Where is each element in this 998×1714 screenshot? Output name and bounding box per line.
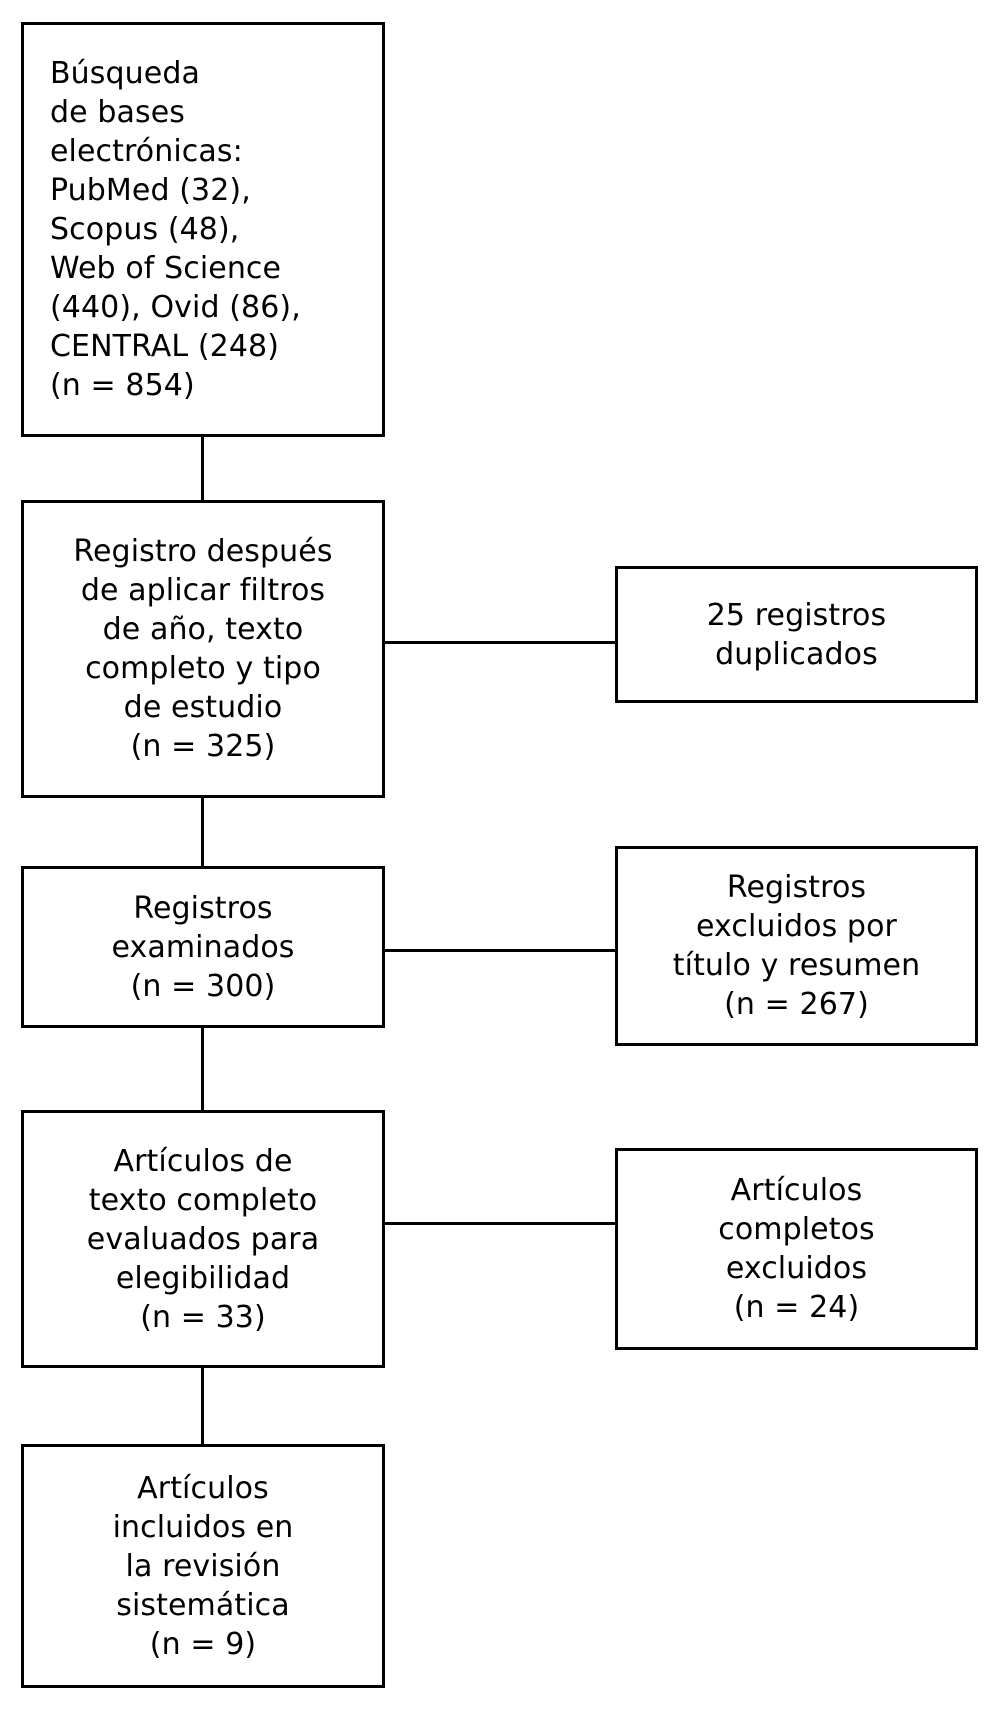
connector-after-filters-to-duplicates [385,641,615,644]
connector-screened-to-eligibility [201,1028,204,1110]
stage-box-eligibility: Artículos de texto completo evaluados pa… [21,1110,385,1368]
connector-search-to-after-filters [201,437,204,500]
connector-eligibility-to-included [201,1368,204,1444]
exclusion-box-excluded-fulltext: Artículos completos excluidos (n = 24) [615,1148,978,1350]
exclusion-box-excluded-title-abstract: Registros excluidos por título y resumen… [615,846,978,1046]
exclusion-box-duplicates: 25 registros duplicados [615,566,978,703]
connector-screened-to-excluded-title-abstract [385,949,615,952]
stage-box-search: Búsqueda de bases electrónicas: PubMed (… [21,22,385,437]
stage-box-screened: Registros examinados (n = 300) [21,866,385,1028]
stage-box-after-filters: Registro después de aplicar filtros de a… [21,500,385,798]
stage-box-included: Artículos incluidos en la revisión siste… [21,1444,385,1688]
connector-eligibility-to-excluded-fulltext [385,1222,615,1225]
connector-after-filters-to-screened [201,798,204,866]
